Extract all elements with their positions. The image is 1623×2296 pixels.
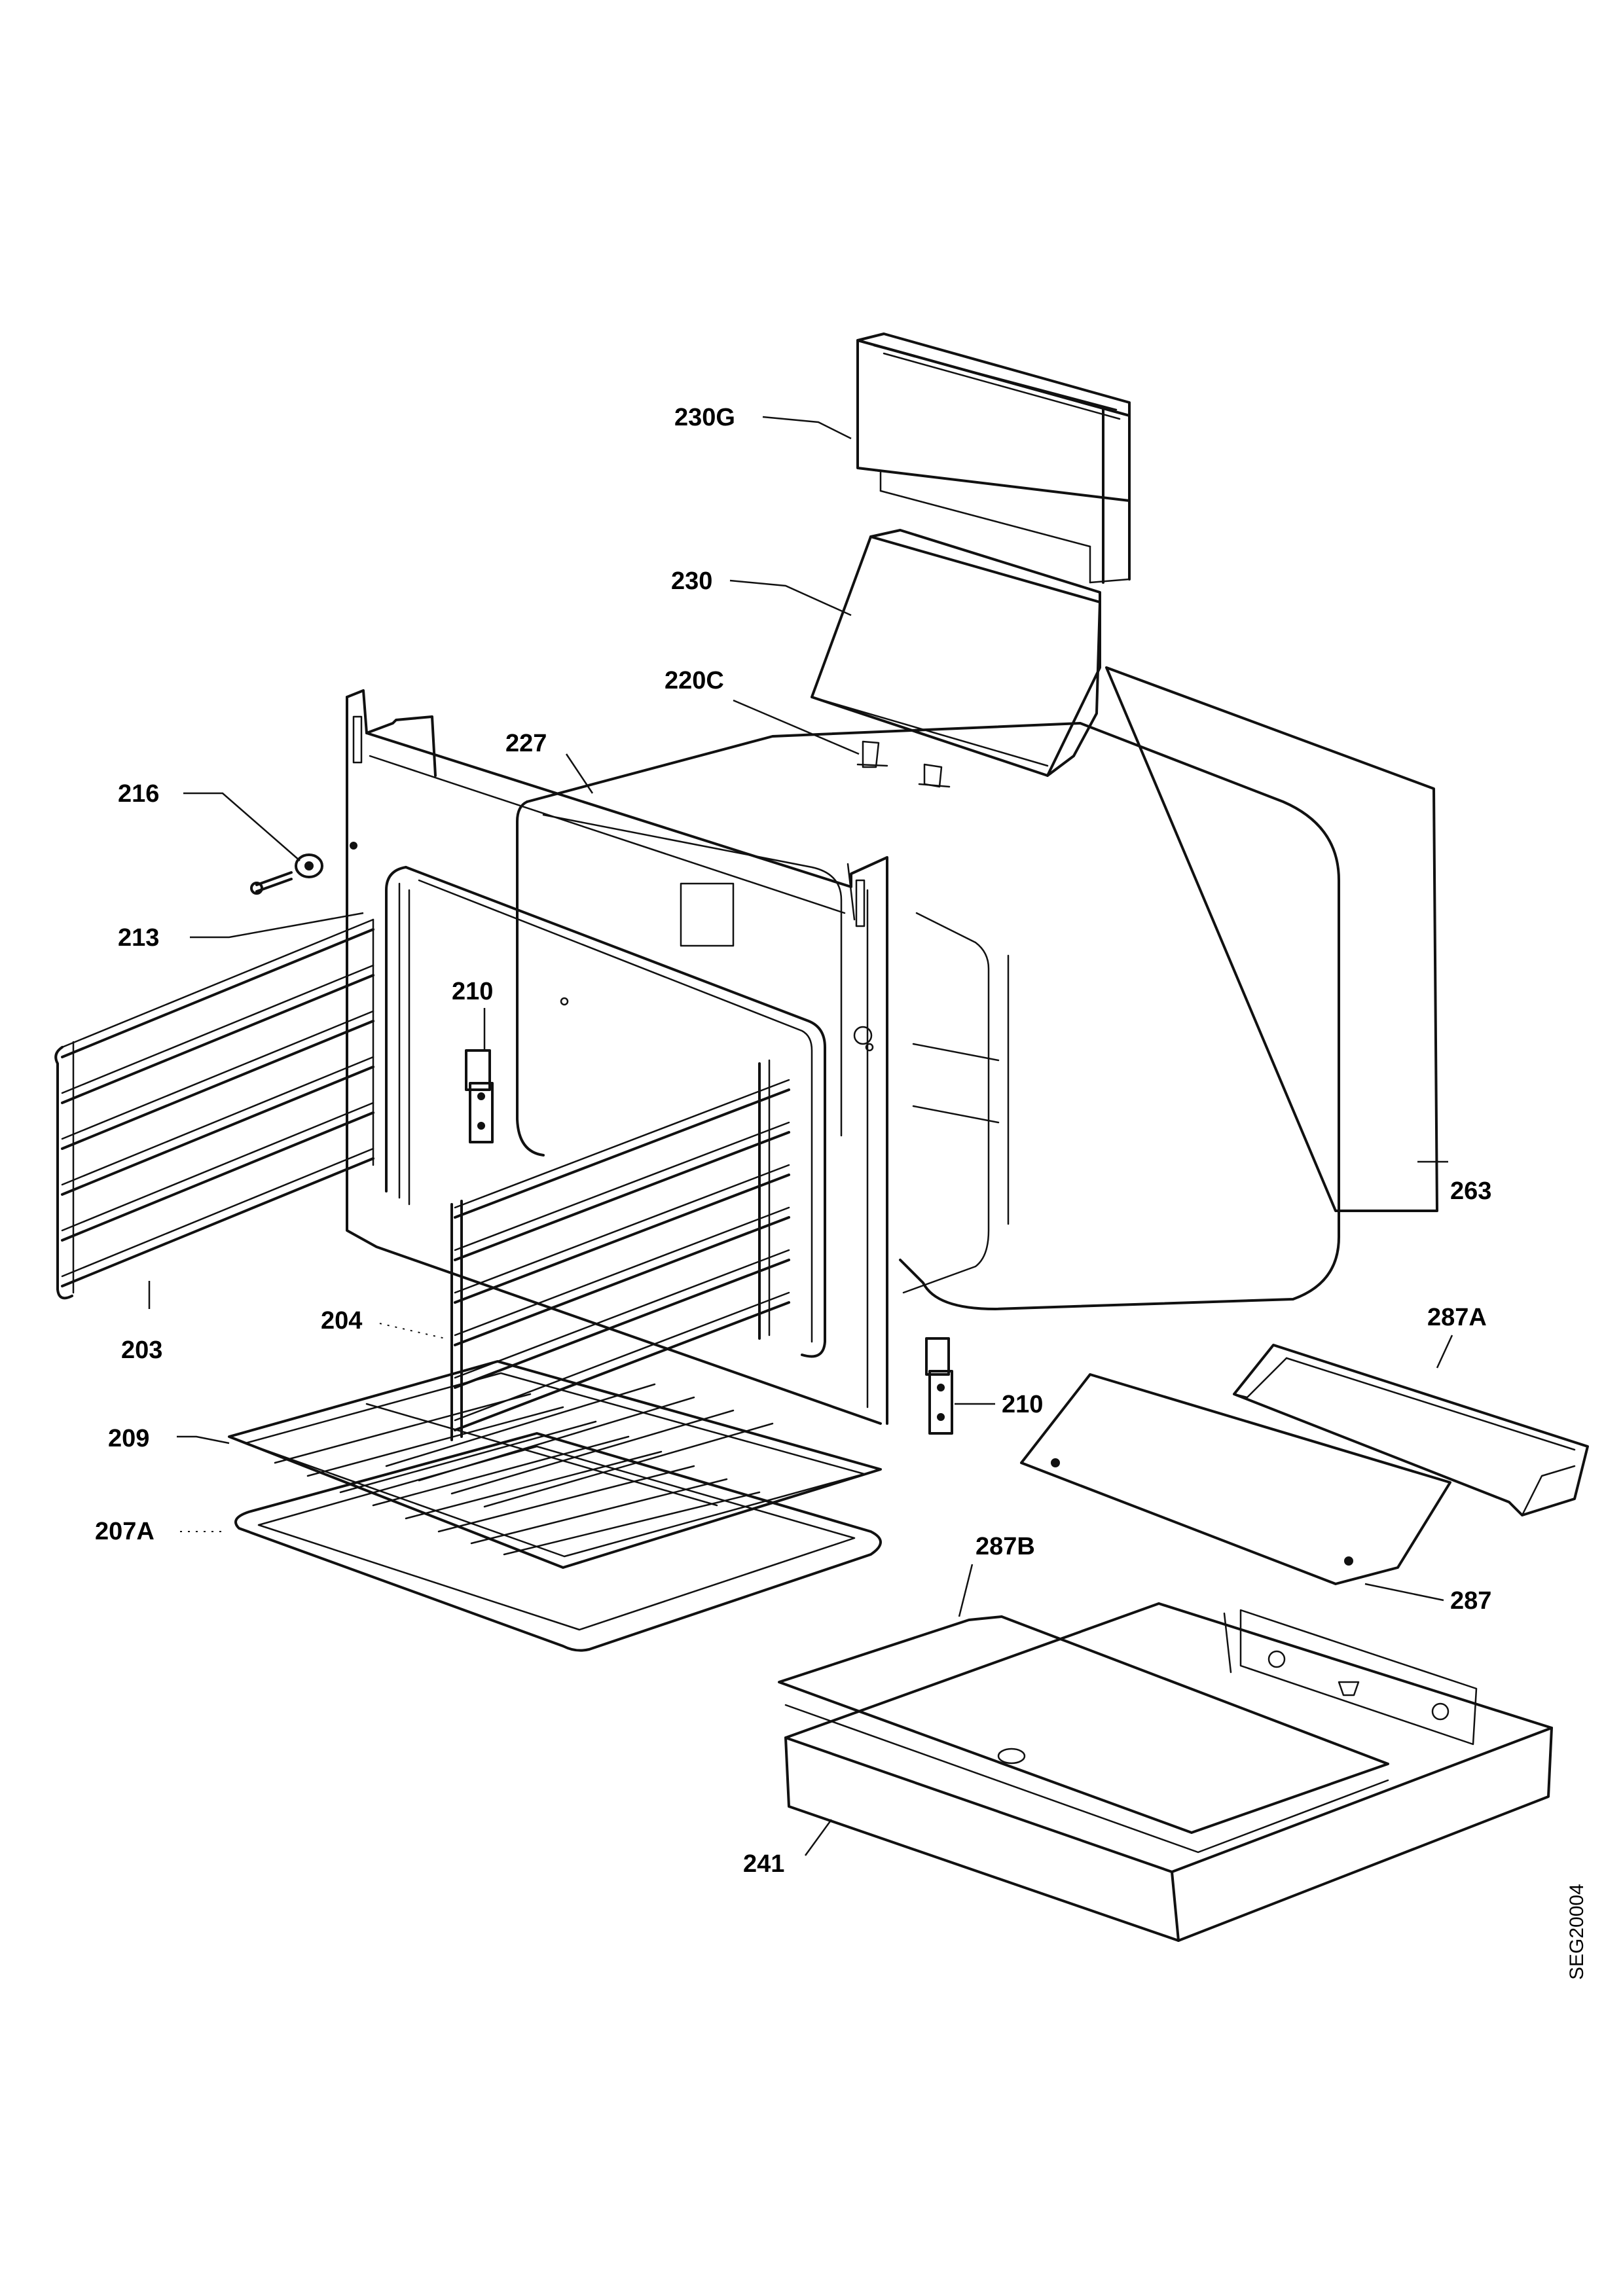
leader-lines: [148, 416, 1453, 1856]
part-203-left-shelf-runners: [54, 918, 374, 1300]
label-203: 203: [121, 1336, 162, 1364]
part-287A-rear-bracket: [1233, 1344, 1589, 1516]
label-216: 216: [118, 780, 159, 808]
part-241-base-tray: [784, 1602, 1553, 1942]
label-287A: 287A: [1427, 1304, 1487, 1331]
label-230G: 230G: [674, 404, 735, 431]
part-230G-vent-cover: [856, 332, 1131, 584]
drawing-id: SEG20004: [1566, 1884, 1588, 1980]
label-220C: 220C: [665, 667, 724, 694]
part-287B-cover-plate: [778, 1615, 1389, 1854]
part-207A-baking-tray: [234, 1432, 882, 1652]
part-204-door-seal-frame: [385, 866, 826, 1358]
part-230-air-duct: [811, 529, 1101, 777]
label-241: 241: [743, 1850, 784, 1878]
part-204-right-shelf-runners: [450, 1059, 790, 1441]
label-287B: 287B: [976, 1533, 1035, 1560]
label-210-bottom: 210: [1002, 1391, 1043, 1418]
part-210-hinge-bottom: [925, 1337, 953, 1435]
label-230: 230: [671, 567, 712, 595]
part-220C-clips: [856, 740, 951, 788]
part-213-front-frame: [346, 689, 888, 1425]
part-210-hinge-top: [465, 1049, 494, 1143]
label-213: 213: [118, 924, 159, 952]
part-216-screw: [250, 853, 323, 895]
label-210-top: 210: [452, 978, 493, 1005]
part-263-rear-panel: [1105, 666, 1438, 1212]
label-209: 209: [108, 1425, 149, 1452]
label-204: 204: [321, 1307, 362, 1335]
part-287-deflector-plate: [1020, 1373, 1451, 1585]
part-labels: 230G 230 220C 227 216 213 210 263 203 20…: [95, 404, 1491, 1878]
label-227: 227: [505, 730, 547, 757]
label-287: 287: [1450, 1587, 1491, 1615]
label-207A: 207A: [95, 1518, 155, 1545]
label-263: 263: [1450, 1177, 1491, 1205]
